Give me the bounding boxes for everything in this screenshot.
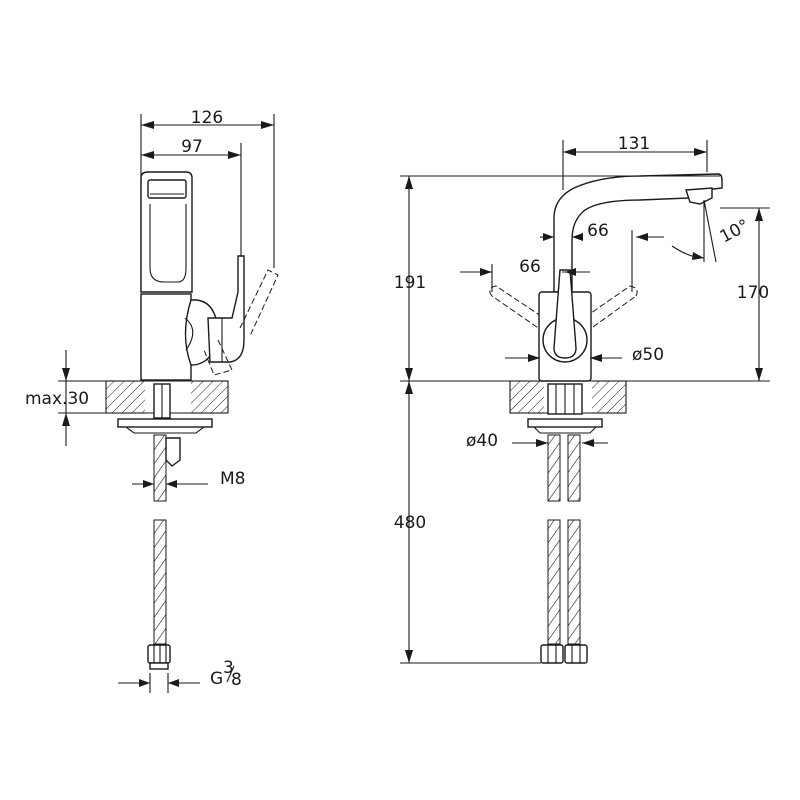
dim-hose-length: 480 (394, 513, 426, 533)
front-view: 131 191 170 66 66 ø5 (394, 134, 770, 664)
front-hose-right-upper (567, 434, 581, 502)
side-mount-plate (117, 418, 213, 428)
front-hose-left-lower (547, 519, 561, 645)
side-hose-upper (153, 434, 167, 502)
dim-hose-connector: G (210, 669, 223, 689)
dim-stud-thread: M8 (220, 469, 245, 489)
dim-spout-offset: 97 (181, 137, 203, 157)
dim-spout-reach: 131 (618, 134, 650, 154)
dim-handle-left-swing: 66 (519, 257, 541, 277)
side-hose-lower (153, 519, 167, 645)
dim-handle-right-swing: 66 (587, 221, 609, 241)
side-hose-nut (147, 644, 171, 664)
side-view: 126 97 max.30 M8 G 3 8 (25, 108, 279, 693)
dim-spout-height: 170 (737, 283, 769, 303)
side-faucet-body (140, 171, 279, 381)
dim-hose-connector-den: 8 (231, 670, 242, 690)
front-hose-left-upper (547, 434, 561, 502)
front-spout (553, 173, 723, 293)
dim-hose-connector-num: 3 (223, 658, 234, 678)
front-hose-right-lower (567, 519, 581, 645)
dim-body-diameter: ø50 (632, 345, 664, 365)
front-hose-nut-left (540, 644, 564, 664)
dim-overall-height: 191 (394, 273, 426, 293)
dim-spout-angle: 10° (717, 216, 753, 248)
front-mount-plate (527, 418, 603, 428)
dim-deck-thickness: max.30 (25, 389, 89, 409)
dim-base-diameter: ø40 (466, 431, 498, 451)
front-hose-nut-right (564, 644, 588, 664)
dim-total-depth: 126 (191, 108, 223, 128)
